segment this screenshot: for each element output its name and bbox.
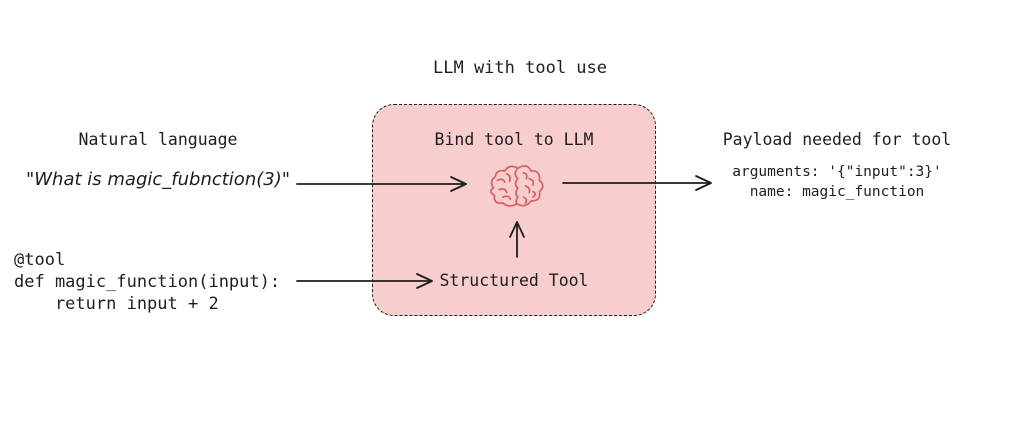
brain-icon <box>486 161 546 211</box>
payload-heading: Payload needed for tool <box>722 130 952 149</box>
bind-tool-box: Bind tool to LLM Structured Tool <box>372 104 656 316</box>
natural-language-quote: "What is magic_fubnction(3)" <box>25 169 290 190</box>
tool-code-block: @tool def magic_function(input): return … <box>14 250 281 314</box>
natural-language-heading: Natural language <box>78 130 238 149</box>
structured-tool-label: Structured Tool <box>439 271 589 290</box>
payload-text: arguments: '{"input":3}' name: magic_fun… <box>732 164 942 200</box>
bind-tool-heading: Bind tool to LLM <box>434 130 594 149</box>
diagram-title: LLM with tool use <box>433 58 607 78</box>
